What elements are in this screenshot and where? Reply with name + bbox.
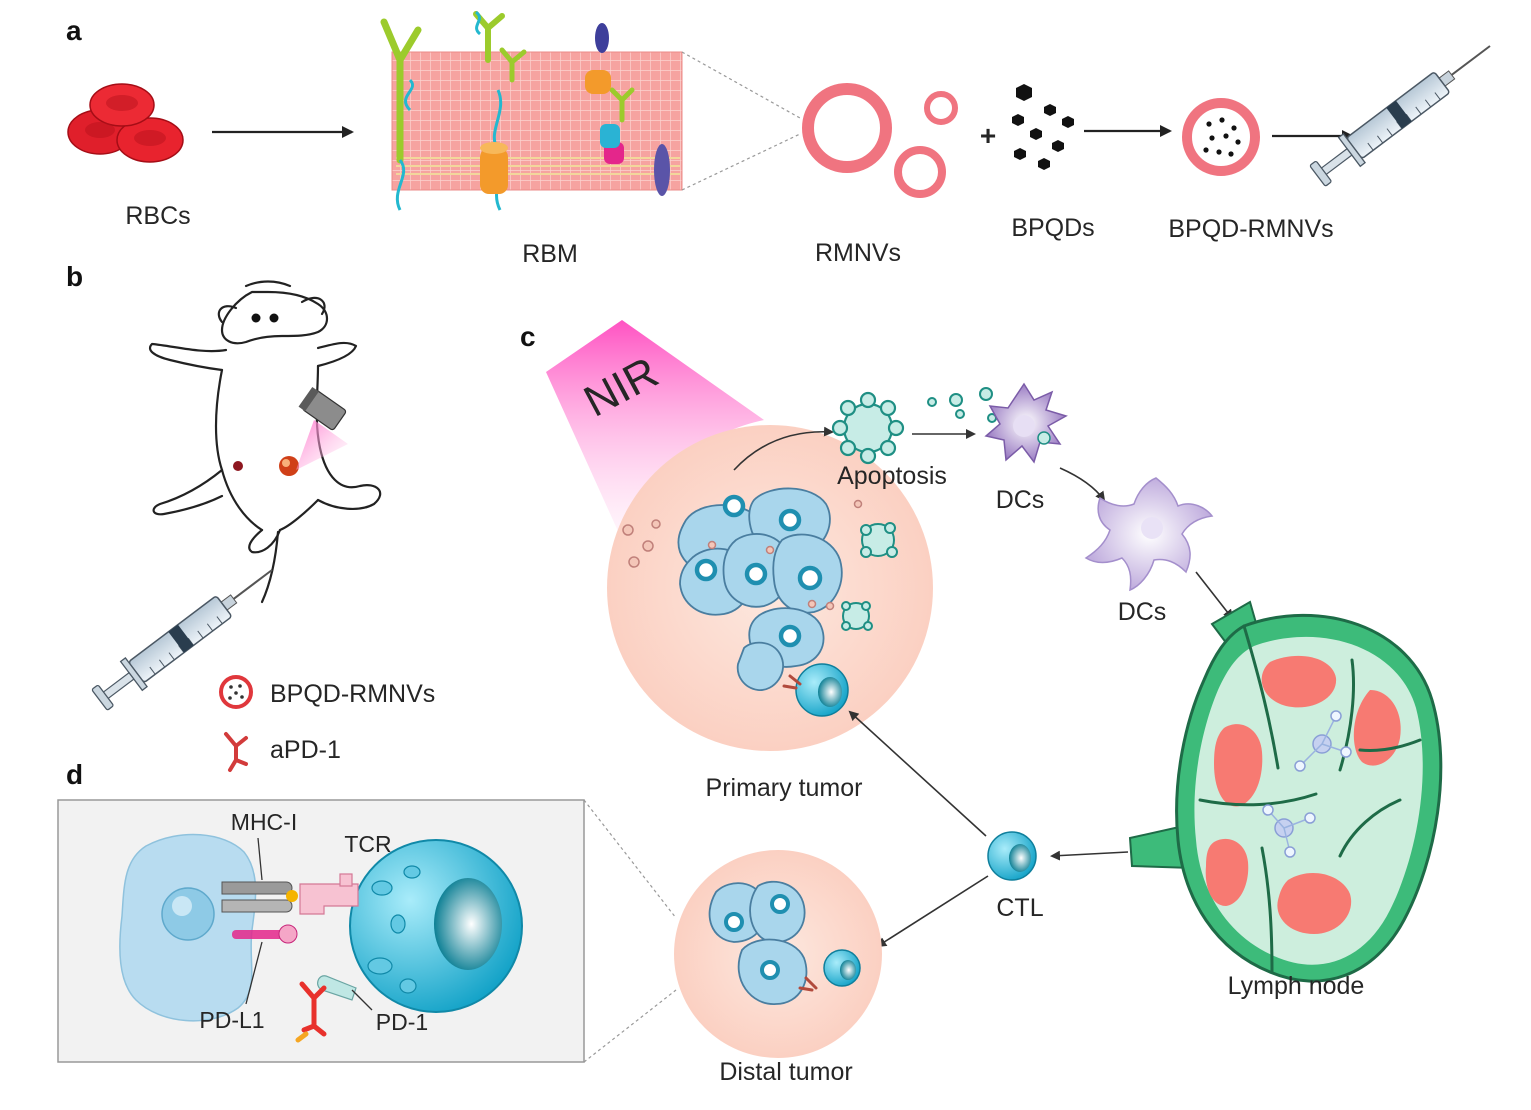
injection-syringe-icon-bottom: [87, 554, 284, 716]
lymph-node-label: Lymph node: [1228, 972, 1365, 1000]
bpqds-dots-icon: [1012, 84, 1074, 170]
tumor-sites-icon: [233, 456, 299, 476]
tcr-label: TCR: [344, 831, 391, 857]
tumor-cell-illustration: [119, 833, 257, 1022]
antigen-fragments: [927, 387, 997, 423]
mouse-eyes-icon: [251, 313, 279, 323]
t-cell-large-illustration: [349, 839, 523, 1013]
mouse-outline-illustration: [148, 280, 382, 604]
rbm-label: RBM: [522, 240, 578, 268]
pd-l1-label: PD-L1: [199, 1007, 264, 1033]
dcs-label-1: DCs: [996, 486, 1045, 514]
ctl-label: CTL: [996, 894, 1043, 922]
pd-1-label: PD-1: [376, 1009, 428, 1035]
nir-beam-shape: [546, 320, 764, 540]
legend-antibody-label: aPD-1: [270, 736, 341, 764]
inset-zoom-guide-bottom: [583, 989, 677, 1063]
distal-tumor-label: Distal tumor: [719, 1058, 852, 1086]
red-blood-cells-icon: [67, 83, 184, 163]
t-cell-at-primary-tumor: [782, 663, 849, 717]
apoptotic-bodies-in-tumor: [841, 522, 898, 631]
arrow-dc-to-lymph-node: [1195, 571, 1234, 620]
tumor-cell-nuclei: [694, 494, 823, 648]
pd-1-leader-line: [351, 989, 373, 1011]
nir-laser-pointer-icon: [296, 386, 348, 470]
panel-letter-c: c: [520, 321, 536, 352]
anti-pd-1-antibody-icon: [295, 981, 327, 1043]
inset-zoom-guide-top: [583, 799, 677, 919]
legend-antibody-icon: [224, 732, 248, 772]
bpqds-label: BPQDs: [1011, 214, 1094, 242]
t-cell-at-distal-tumor: [798, 949, 861, 992]
rbcs-label: RBCs: [125, 202, 190, 230]
arrow-lymph-node-to-ctl: [1050, 850, 1129, 861]
mhc-i-label: MHC-I: [231, 809, 297, 835]
pd-l1-receptor-icon: [232, 924, 298, 944]
panel-letter-d: d: [66, 759, 83, 790]
legend-nanovesicle-icon: [219, 675, 253, 709]
rmnvs-vesicles-icon: [802, 83, 958, 198]
injection-syringe-icon-top: [1305, 30, 1502, 192]
primary-tumor-label: Primary tumor: [706, 774, 863, 802]
mhc-i-leader-line: [257, 837, 263, 881]
arrow-dc-to-mature-dc: [1059, 467, 1106, 502]
distal-tumor-nuclei: [724, 894, 790, 980]
panel-letter-b: b: [66, 261, 83, 292]
dendritic-cell-activated-icon: [984, 382, 1068, 464]
red-blood-cell-membrane-illustration: [380, 10, 683, 211]
arrow-ctl-to-primary-tumor: [848, 710, 987, 837]
pd-l1-leader-line: [245, 941, 263, 1005]
bpqd-rmnvs-loaded-vesicle-icon: [1182, 98, 1260, 176]
ctl-cell-icon: [987, 831, 1037, 881]
tcr-receptor-icon: [299, 873, 359, 915]
activated-t-cells-in-node: [1262, 710, 1352, 858]
apoptosis-label: Apoptosis: [837, 462, 947, 490]
nanoparticles-in-tumor: [622, 499, 863, 611]
mhc-i-receptor-icon: [221, 881, 298, 913]
bpqd-rmnvs-label: BPQD-RMNVs: [1168, 215, 1333, 243]
panel-letter-a: a: [66, 15, 82, 46]
zoom-guide-bottom: [681, 133, 801, 191]
rmnvs-label: RMNVs: [815, 239, 901, 267]
arrow-ctl-to-distal-tumor: [876, 875, 989, 948]
apoptotic-cell-icon: [831, 391, 905, 465]
primary-tumor-cell-cluster: [677, 487, 843, 691]
plus-sign: +: [980, 120, 996, 151]
lymph-node-illustration: [1128, 600, 1443, 983]
arrow-tumor-to-apoptosis: [733, 426, 834, 471]
zoom-guide-top: [681, 51, 801, 119]
dcs-label-2: DCs: [1118, 598, 1167, 626]
dendritic-cell-mature-icon: [1084, 477, 1214, 592]
legend-nanovesicle-label: BPQD-RMNVs: [270, 680, 435, 708]
